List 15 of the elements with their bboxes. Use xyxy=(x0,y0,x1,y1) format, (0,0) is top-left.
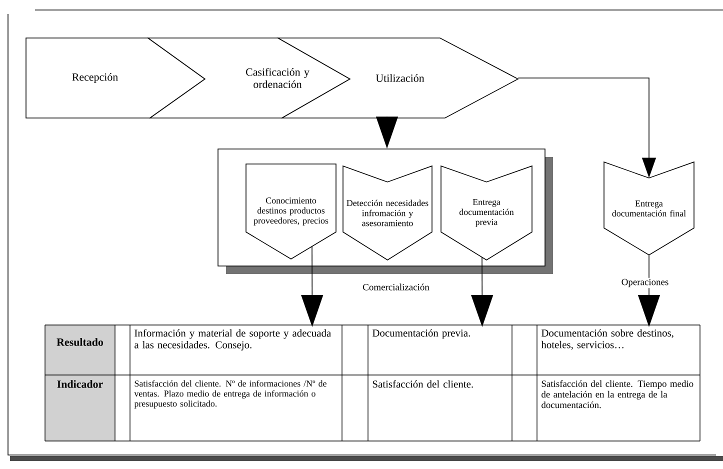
caption-text: Comercialización xyxy=(362,282,430,292)
cell-text: Satisfacción del cliente. xyxy=(372,380,473,388)
cell-text: Información y material de soporte y adecuada a las necesidades. Consejo. xyxy=(134,329,331,350)
cell-text: Documentación previa. xyxy=(372,329,470,339)
header-text: Indicador xyxy=(57,380,103,388)
cell-text: Documentación sobre destinos, hoteles, servicios… xyxy=(541,329,674,350)
down-arrow-box: Entrega documentación final xyxy=(604,161,694,256)
down-arrow-box: Detección necesidades infromación y asesoramiento xyxy=(342,165,432,260)
header-text: Resultado xyxy=(56,338,104,346)
chevron-box: Recepción xyxy=(26,38,206,118)
down-arrow-box: Entrega documentación previa xyxy=(440,165,532,260)
cell-text: Satisfacción del cliente. Tiempo medio de antelación en la entrega de la documentación. xyxy=(542,380,694,408)
cell-text: Satisfacción del cliente. Nº de informaciones /Nº de ventas. Plazo medio de entrega de información o presupuesto solicitado. xyxy=(134,380,326,408)
caption-text: Operaciones xyxy=(620,278,670,288)
down-arrow-box: Conocimiento destinos productos proveedores, precios xyxy=(246,164,336,260)
